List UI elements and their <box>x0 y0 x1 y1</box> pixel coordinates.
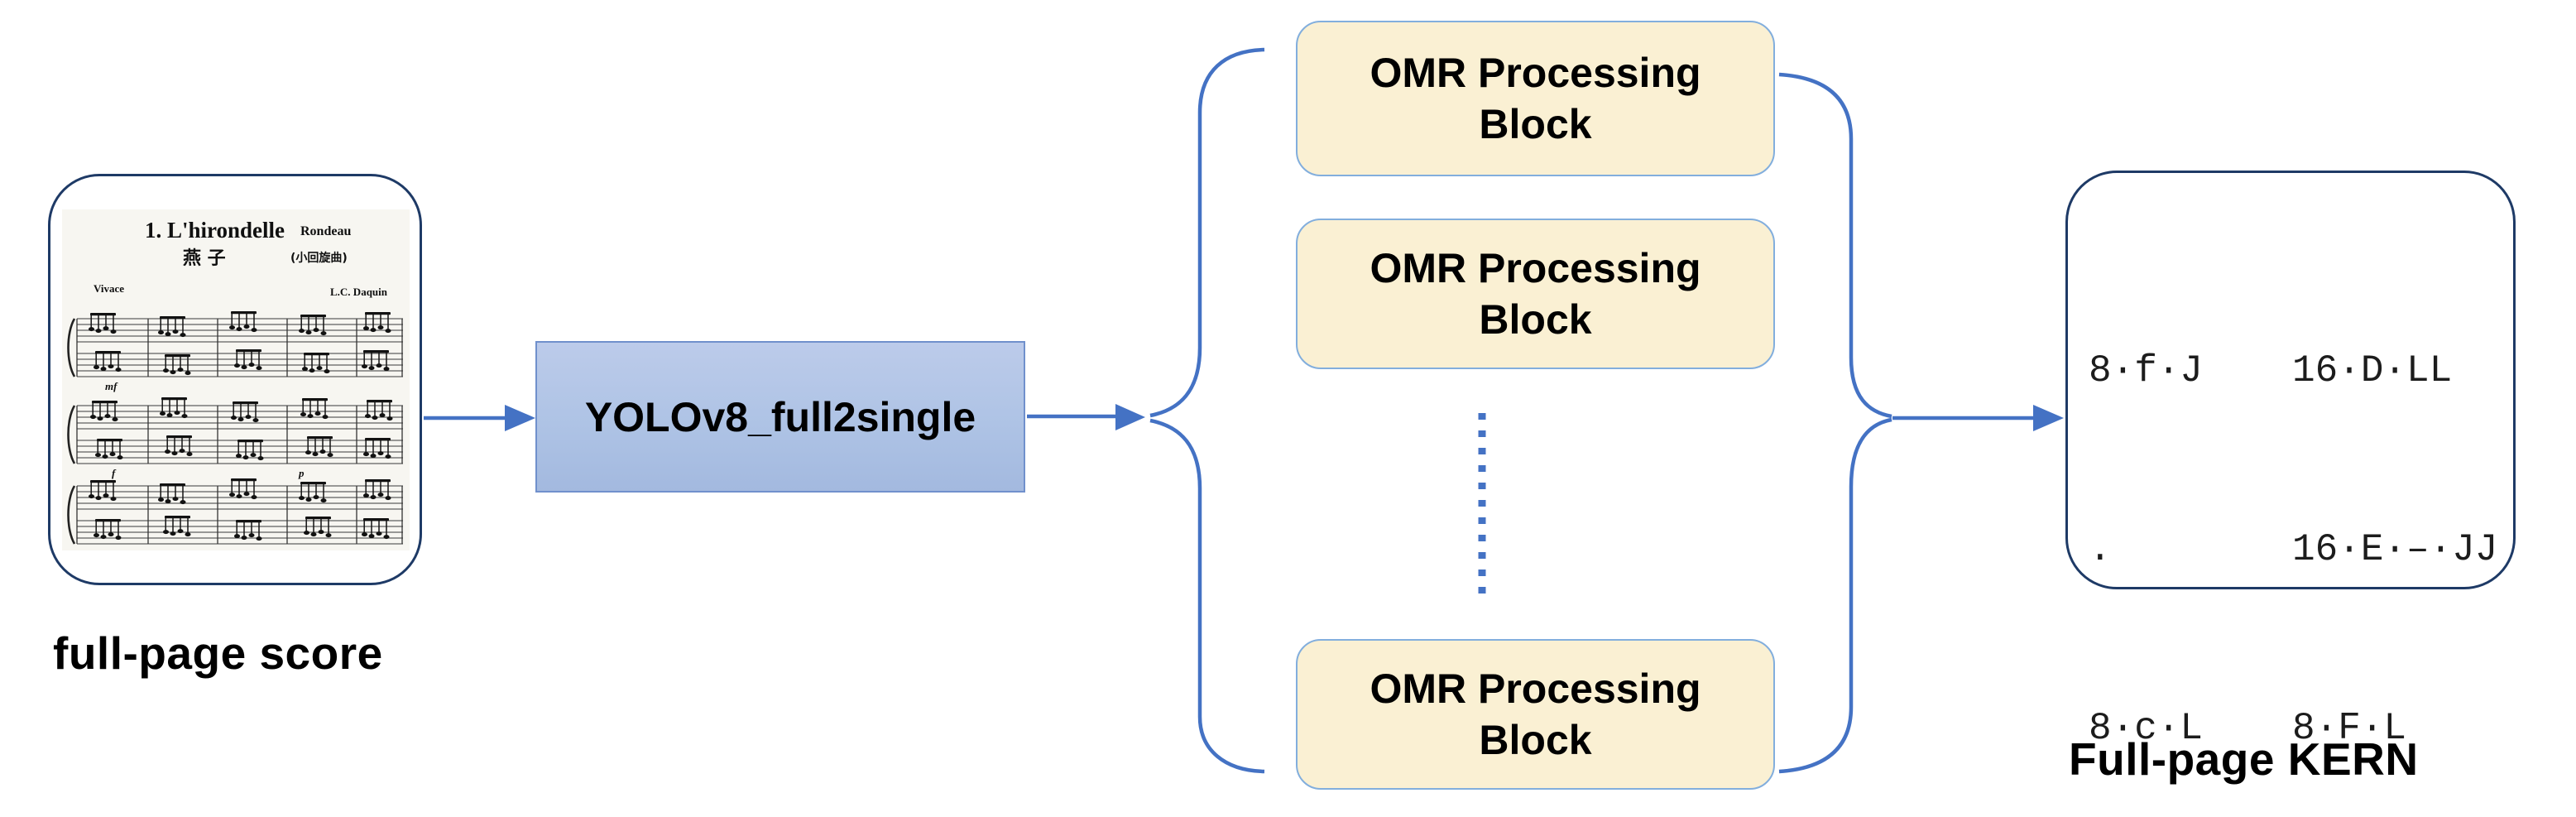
kern-column-right: 16·D·LL 16·E·–·JJ 8·F·L 8·E·– 8·D·– 8·C·… <box>2292 222 2497 817</box>
input-score-box: 1. L'hirondelle Rondeau 燕 子 (小回旋曲) Vivac… <box>48 174 422 585</box>
omr-block-1: OMR Processing Block <box>1296 21 1775 176</box>
output-kern-box <box>2065 171 2516 589</box>
score-title-cjk: 燕 子 <box>183 248 226 269</box>
omr-block-3-label: OMR Processing Block <box>1370 666 1701 763</box>
input-caption: full-page score <box>53 627 383 679</box>
score-page-image: 1. L'hirondelle Rondeau 燕 子 (小回旋曲) Vivac… <box>62 209 410 550</box>
split-brace-top <box>1149 47 1265 418</box>
score-system-1 <box>67 310 404 377</box>
split-brace-bottom <box>1149 418 1265 774</box>
kern-line: 16·D·LL <box>2292 349 2453 392</box>
merge-brace-bottom <box>1778 417 1892 774</box>
kern-line: 8·F·L <box>2292 707 2407 750</box>
kern-line: 8·c·L <box>2089 707 2204 750</box>
score-form: Rondeau <box>300 224 351 238</box>
kern-line: 8·f·J <box>2089 349 2204 392</box>
score-tempo: Vivace <box>94 282 124 295</box>
kern-line: . <box>2089 528 2112 571</box>
detector-label: YOLOv8_full2single <box>584 393 976 440</box>
omr-block-2: OMR Processing Block <box>1296 219 1775 369</box>
score-dynamic-f: f <box>112 467 117 479</box>
score-title: 1. L'hirondelle <box>145 218 285 243</box>
score-dynamic-p: p <box>298 467 305 479</box>
score-system-3 <box>67 478 404 545</box>
kern-column-left: 8·f·J . 8·c·L 8·f 8·d·– 8·f·J <box>2089 222 2292 817</box>
omr-block-2-label: OMR Processing Block <box>1370 245 1701 343</box>
output-caption: Full-page KERN with dynamic symbols <box>2069 622 2563 817</box>
score-system-2 <box>67 396 404 464</box>
arrowhead-into-output <box>2033 405 2064 431</box>
score-composer: L.C. Daquin <box>330 286 388 298</box>
score-form-cjk: (小回旋曲) <box>290 251 348 265</box>
merge-brace-top <box>1778 72 1892 419</box>
arrowhead-into-detector <box>505 405 535 431</box>
detector-box: YOLOv8_full2single <box>535 341 1025 493</box>
score-paper <box>62 209 410 550</box>
arrowhead-into-split <box>1115 404 1145 430</box>
output-caption-line1: Full-page KERN <box>2069 733 2419 785</box>
omr-block-3: OMR Processing Block <box>1296 639 1775 790</box>
kern-line: 16·E·–·JJ <box>2292 528 2498 571</box>
score-dynamic-mf: mf <box>105 380 118 392</box>
kern-listing: 8·f·J . 8·c·L 8·f 8·d·– 8·f·J 16·D·LL 16… <box>2089 222 2502 817</box>
omr-block-1-label: OMR Processing Block <box>1370 50 1701 147</box>
